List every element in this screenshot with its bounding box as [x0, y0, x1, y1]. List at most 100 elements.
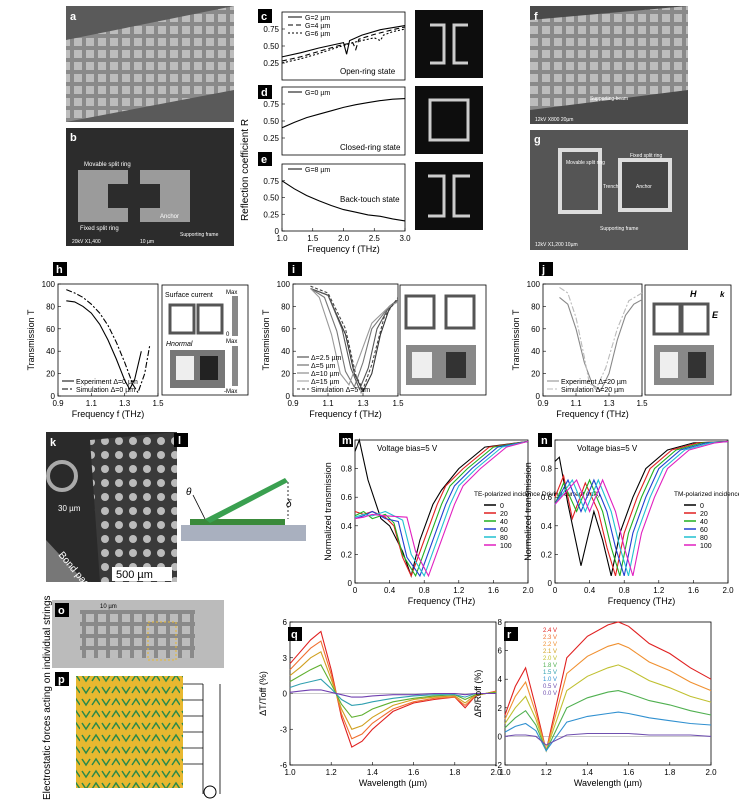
strings-diagram-p — [76, 676, 183, 788]
xtick-label-r: 1.2 — [541, 768, 553, 777]
panel-label-m: m — [342, 435, 352, 447]
f-beam-label: Supporting beam — [590, 96, 628, 102]
legend-label-r: 0.0 V — [543, 691, 557, 697]
ytick-label-n: 0.2 — [541, 550, 553, 559]
ytick-label-q: -6 — [280, 761, 288, 770]
state-back: Back-touch state — [340, 195, 400, 204]
panel-label-bg-p — [55, 672, 69, 686]
zoom-box — [147, 621, 177, 661]
xtick-label-n: 0.4 — [584, 586, 596, 595]
sem-grid-o — [80, 610, 195, 658]
chart-d: 0.250.500.75G=0 µm — [263, 86, 406, 156]
panel-label-p: p — [58, 674, 65, 686]
g-movable-label: Movable split ring — [566, 160, 605, 166]
axis-k: k — [720, 290, 725, 299]
ytick-label-m: 0.8 — [341, 465, 353, 474]
ytick-label-e: 0 — [275, 227, 280, 236]
series-line-r — [504, 621, 712, 751]
series-line-r — [504, 690, 712, 753]
series-line-c — [281, 28, 406, 64]
legend-label-m: 100 — [500, 543, 512, 550]
chart-n: 00.20.40.60.81.000.40.81.21.62.0Frequenc… — [523, 436, 739, 606]
xtick-label-e: 1.0 — [276, 234, 288, 243]
legend-label-d: G=0 µm — [305, 90, 330, 97]
panel-label-c: c — [261, 11, 267, 23]
series-line-r — [504, 642, 712, 753]
field-shape-3 — [428, 98, 470, 142]
xtick-label-m: 1.2 — [453, 586, 465, 595]
ytick-label-j: 80 — [531, 302, 540, 311]
panel-label-a: a — [70, 11, 77, 23]
panel-k: k 30 µm Bond pad 500 µm — [46, 432, 177, 590]
legend-label-n: 60 — [700, 527, 708, 534]
xlabel-e: Frequency f (THz) — [307, 244, 380, 254]
panel-f: f Supporting beam 12kV X800 20µm — [530, 6, 688, 124]
ytick-label-m: 0 — [348, 579, 353, 588]
ytick-label-n: 0.6 — [541, 493, 553, 502]
legend-label-m: 60 — [500, 527, 508, 534]
legend-label-n: 0 — [700, 503, 704, 510]
panel-a: a — [66, 6, 234, 122]
inset-i — [399, 284, 487, 396]
b-movable-label: Movable split ring — [84, 162, 131, 168]
panel-label-bg-m — [339, 433, 353, 447]
k-inset-scale: 30 µm — [58, 504, 81, 513]
legend-label-m: 0 — [500, 503, 504, 510]
ytick-label-d: 0.75 — [263, 100, 279, 109]
ytick-label-r: 6 — [498, 647, 503, 656]
legend-label-i: Δ=15 µm — [311, 379, 340, 386]
g-movable-ring — [558, 148, 602, 214]
ytick-label-i: 60 — [281, 325, 290, 334]
axis-h: H — [690, 289, 697, 299]
ytick-label-q: 3 — [283, 654, 288, 663]
g-trench-label: Trench — [603, 184, 619, 190]
legend-label-r: 2.4 V — [543, 628, 557, 634]
field-shape-4 — [428, 174, 470, 218]
xtick-label-n: 0 — [553, 586, 558, 595]
xtick-label-r: 1.6 — [623, 768, 635, 777]
ytick-label-i: 40 — [281, 347, 290, 356]
inset-j-bright — [660, 352, 678, 378]
legend-label-m: 20 — [500, 511, 508, 518]
inset-j-ring2 — [680, 302, 710, 336]
field-image-open — [415, 10, 483, 78]
g-fixed-label: Fixed split ring — [630, 153, 662, 159]
legend-label-i: Δ=5 µm — [311, 363, 336, 370]
inset-j: H k E — [644, 284, 732, 396]
xtick-label-m: 2.0 — [522, 586, 534, 595]
sem-grid-f — [530, 6, 688, 110]
ytick-label-j: 20 — [531, 370, 540, 379]
series-line-n — [554, 440, 729, 577]
k-scale-bg — [112, 567, 172, 581]
theta-symbol: θ — [186, 487, 192, 498]
xlabel-m: Frequency (THz) — [408, 596, 476, 606]
series-line-n — [554, 440, 729, 577]
legend-title-m: TE-polarized incidence Driving current (… — [474, 491, 600, 498]
g-anchor-label: Anchor — [636, 184, 652, 190]
series-line-c — [281, 26, 406, 62]
xtick-label-h: 1.1 — [86, 399, 98, 408]
cb-zero: 0 — [226, 332, 230, 338]
ylabel-j: Transmission T — [511, 309, 521, 371]
series-line-n — [554, 440, 729, 577]
b-fixed-label: Fixed split ring — [80, 226, 119, 232]
g-frame-label: Supporting frame — [600, 226, 639, 232]
series-line-m — [354, 440, 529, 578]
xtick-label-q: 1.2 — [326, 768, 338, 777]
legend-title-n: TM-polarized incidence Driving current (… — [674, 491, 739, 498]
xtick-label-n: 1.2 — [653, 586, 665, 595]
voltage-source — [203, 785, 217, 799]
ytick-label-q: -3 — [280, 725, 288, 734]
series-line-r — [504, 711, 712, 752]
cb-max-2: Max — [226, 339, 237, 345]
legend-label-i: Δ=2.5 µm — [311, 355, 341, 362]
ytick-label-r: 8 — [498, 618, 503, 627]
circuit-lines — [183, 683, 221, 794]
legend-label-j: Simulation Δ=20 µm — [561, 387, 624, 394]
inset-j-dark — [688, 352, 706, 378]
ytick-label-r: 4 — [498, 675, 503, 684]
